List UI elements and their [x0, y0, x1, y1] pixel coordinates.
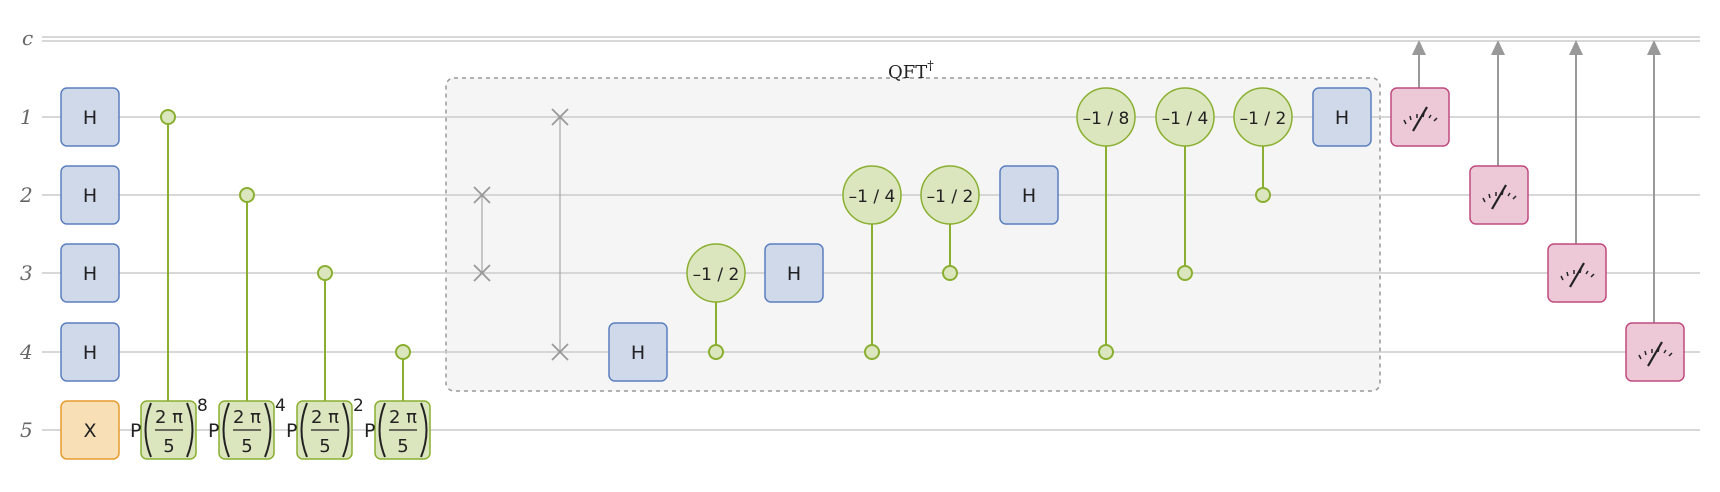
phase-gate: –1 / 2: [920, 165, 980, 225]
h-gate: H: [764, 243, 824, 303]
wire-label-2: 2: [19, 183, 33, 207]
swap-gate-1-4: [551, 108, 569, 361]
svg-text:–1 / 2: –1 / 2: [693, 265, 740, 285]
phase-gate: –1 / 4: [1155, 87, 1215, 147]
svg-text:–1 / 4: –1 / 4: [849, 187, 896, 207]
svg-text:2 π: 2 π: [389, 407, 417, 428]
svg-text:P: P: [286, 420, 297, 442]
svg-text:2 π: 2 π: [233, 407, 261, 428]
svg-text:H: H: [83, 185, 97, 207]
measurement-gate: [1625, 322, 1685, 382]
p-gate-power-8: P 2 π 5 8: [130, 396, 208, 460]
meter-icon: [1403, 106, 1438, 132]
h-gate: H: [60, 243, 120, 303]
meter-icon: [1638, 341, 1673, 367]
svg-text:2 π: 2 π: [311, 407, 339, 428]
control-dots-p: [160, 109, 411, 360]
h-gate: H: [60, 87, 120, 147]
meter-icon: [1560, 262, 1595, 288]
phase-gate: –1 / 2: [1233, 87, 1293, 147]
svg-text:H: H: [1335, 107, 1349, 129]
p-gate-power-4: P 2 π 5 4: [208, 396, 286, 460]
svg-text:H: H: [787, 263, 801, 285]
svg-text:–1 / 8: –1 / 8: [1083, 109, 1130, 129]
p-gate: P 2 π 5: [364, 400, 431, 460]
svg-text:2: 2: [353, 396, 364, 416]
measurement-gate: [1547, 243, 1607, 303]
svg-text:P: P: [364, 420, 375, 442]
svg-text:P: P: [208, 420, 219, 442]
controlled-p-lines: [167, 117, 404, 402]
qft-dagger-symbol: †: [927, 59, 934, 74]
wire-label-3: 3: [20, 261, 33, 285]
phase-gate: –1 / 2: [686, 243, 746, 303]
svg-text:2 π: 2 π: [155, 407, 183, 428]
measurement-gate: [1390, 87, 1450, 147]
svg-text:5: 5: [319, 436, 330, 457]
svg-text:5: 5: [241, 436, 252, 457]
svg-text:–1 / 4: –1 / 4: [1162, 109, 1209, 129]
h-gate: H: [1312, 87, 1372, 147]
wire-label-5: 5: [20, 418, 33, 442]
svg-text:H: H: [83, 107, 97, 129]
svg-text:–1 / 2: –1 / 2: [1240, 109, 1287, 129]
meter-icon: [1482, 184, 1517, 210]
measurement-arrows: [1412, 40, 1661, 323]
qft-dagger-label: QFT†: [888, 59, 934, 83]
h-gate: H: [60, 322, 120, 382]
svg-text:X: X: [83, 420, 96, 442]
svg-text:H: H: [83, 342, 97, 364]
h-gate: H: [999, 165, 1059, 225]
wire-label-4: 4: [19, 340, 33, 364]
phase-gate: –1 / 8: [1076, 87, 1136, 147]
h-gate: H: [608, 322, 668, 382]
phase-gate: –1 / 4: [842, 165, 902, 225]
x-gate: X: [60, 400, 120, 460]
svg-text:H: H: [1022, 185, 1036, 207]
svg-text:4: 4: [275, 396, 286, 416]
svg-text:H: H: [83, 263, 97, 285]
qft-control-dots: [708, 187, 1271, 360]
svg-text:P: P: [130, 420, 141, 442]
svg-text:H: H: [631, 342, 645, 364]
qft-label-text: QFT: [888, 62, 927, 83]
wire-label-c: c: [22, 26, 33, 50]
classical-wire: [42, 36, 1700, 42]
svg-text:8: 8: [197, 396, 208, 416]
svg-text:5: 5: [397, 436, 408, 457]
swap-gate-2-3: [473, 186, 491, 282]
p-gate-power-2: P 2 π 5 2: [286, 396, 364, 460]
svg-text:–1 / 2: –1 / 2: [927, 187, 974, 207]
qft-dagger-block: [445, 77, 1381, 392]
svg-text:5: 5: [163, 436, 174, 457]
wire-label-1: 1: [20, 105, 33, 129]
h-gate: H: [60, 165, 120, 225]
measurement-gate: [1469, 165, 1529, 225]
